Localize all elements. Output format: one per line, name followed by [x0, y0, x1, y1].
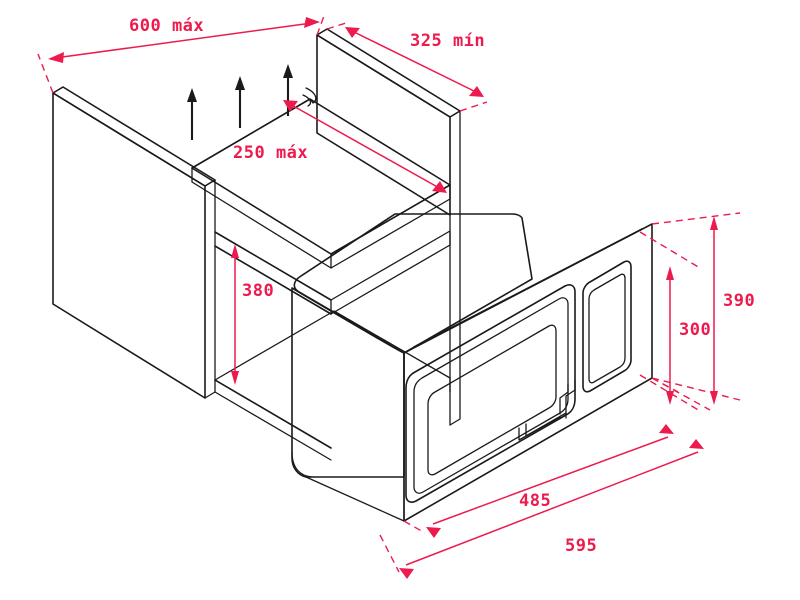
dimension-body-height: 300: [639, 231, 711, 412]
dimension-body-width: 485: [403, 377, 679, 538]
appliance-trim-bevel-top: [413, 228, 643, 348]
cabinet-left-panel-inner-edge: [204, 179, 216, 399]
appliance-rear-top-edge: [298, 291, 405, 354]
airflow-arrows-group: [187, 64, 293, 140]
dimension-label-380: 380: [242, 281, 274, 301]
cabinet-mid-shelf-right-face: [330, 230, 451, 315]
appliance-body-bottom-left-round: [291, 451, 313, 478]
airflow-arrow-2: [235, 76, 245, 128]
appliance-body-left-face: [291, 287, 405, 478]
airflow-arrow-3: [283, 64, 293, 116]
cabinet-niche-floor-front: [214, 379, 332, 449]
dimension-niche-height: 380: [231, 244, 274, 385]
appliance-door-inner-frame: [413, 297, 569, 494]
cabinet-vent-shelf-right-edge: [330, 184, 451, 269]
cabinet-mid-shelf-front: [214, 231, 332, 301]
dimension-label-300: 300: [679, 320, 711, 340]
appliance-door-handle-2: [559, 383, 569, 415]
appliance-door-outer: [405, 284, 576, 503]
cabinet-vent-shelf-front-edge: [191, 167, 332, 269]
appliance-control-panel-inner: [588, 273, 626, 384]
dimension-label-390: 390: [723, 291, 755, 311]
dimension-label-485: 485: [519, 491, 551, 511]
dimension-total-height: 390: [651, 212, 755, 405]
airflow-arrow-1: [187, 88, 197, 140]
dimension-trim-width: 595: [379, 377, 711, 579]
dimension-label-600: 600 máx: [129, 16, 204, 36]
appliance-body-top: [293, 213, 533, 354]
appliance-top-construction: [300, 213, 396, 277]
cabinet-niche-floor-inner: [214, 391, 332, 461]
dimension-label-325: 325 mín: [410, 31, 485, 51]
cabinet-vent-notch-lower: [302, 94, 312, 107]
appliance-door-latch-notch-2: [518, 416, 561, 441]
appliance-control-panel: [582, 260, 632, 393]
appliance-base-line: [305, 476, 405, 522]
cabinet-assembly: [52, 28, 461, 461]
dimension-label-595: 595: [565, 536, 597, 556]
appliance-door-handle: [565, 379, 576, 419]
appliance-door-window: [427, 324, 557, 476]
dimension-vent-gap: 250 máx: [233, 100, 447, 193]
dimension-label-250: 250 máx: [233, 143, 308, 163]
microwave-appliance: [291, 213, 653, 522]
cabinet-niche-floor-surface: [214, 310, 451, 381]
cabinet-back-panel-outer: [316, 34, 451, 216]
cabinet-vent-notch: [305, 87, 317, 104]
dimension-cabinet-depth: 325 mín: [326, 22, 488, 112]
dimension-cabinet-width: 600 máx: [37, 15, 325, 94]
